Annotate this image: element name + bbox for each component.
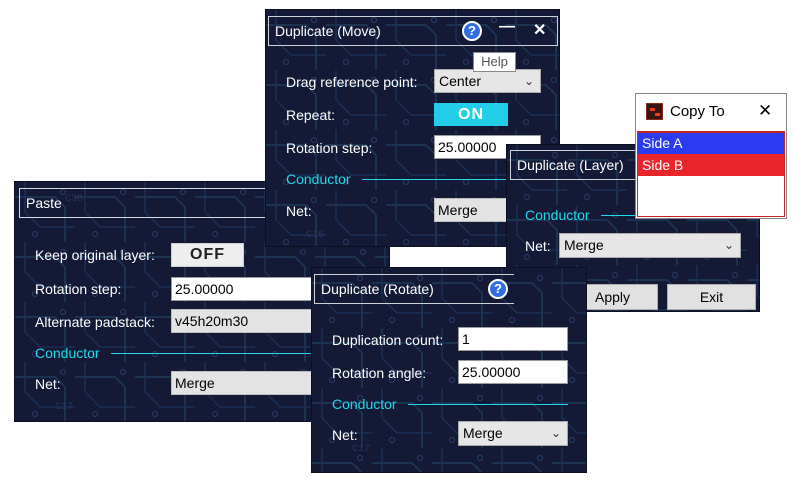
section-divider <box>362 179 542 180</box>
copy-to-list: Side A Side B <box>637 131 785 217</box>
rotation-angle-input[interactable]: 25.00000 <box>458 360 568 384</box>
conductor-section-label: Conductor <box>35 345 100 361</box>
alternate-padstack-input[interactable]: v45h20m30 <box>171 309 321 333</box>
minimize-icon[interactable]: — <box>499 18 515 35</box>
conductor-section-label: Conductor <box>286 171 351 187</box>
close-icon[interactable]: ✕ <box>758 101 773 120</box>
rotation-step-label: Rotation step: <box>286 140 373 156</box>
duplicate-move-title: Duplicate (Move) <box>268 16 558 46</box>
duplicate-rotate-dialog: Duplicate (Rotate) ? Duplication count: … <box>311 267 587 473</box>
help-icon[interactable]: ? <box>462 21 482 41</box>
chevron-down-icon: ⌄ <box>723 238 734 252</box>
drag-reference-point-label: Drag reference point: <box>286 74 418 90</box>
drag-reference-point-select[interactable]: Center ⌄ <box>434 69 541 93</box>
list-item-side-a[interactable]: Side A <box>638 133 784 154</box>
drag-reference-point-value: Center <box>439 73 482 89</box>
conductor-section-label: Conductor <box>332 396 397 412</box>
help-tooltip: Help <box>473 52 516 72</box>
duplication-count-label: Duplication count: <box>332 332 444 348</box>
conductor-section-label: Conductor <box>525 207 590 223</box>
copy-to-title: Copy To <box>670 103 725 120</box>
pcb-label: C16 <box>306 230 325 241</box>
keep-original-layer-label: Keep original layer: <box>35 247 155 263</box>
app-icon <box>646 103 663 120</box>
copy-to-window: Copy To ✕ Side A Side B <box>635 93 787 219</box>
chevron-down-icon: ⌄ <box>550 426 561 440</box>
net-label: Net: <box>332 427 358 443</box>
copy-to-titlebar: Copy To ✕ <box>636 94 786 129</box>
list-item-side-b[interactable]: Side B <box>638 154 784 176</box>
net-value: Merge <box>564 237 604 253</box>
net-input[interactable]: Merge <box>171 371 321 395</box>
section-divider <box>408 404 568 405</box>
exit-button[interactable]: Exit <box>667 284 756 310</box>
keep-original-layer-toggle[interactable]: OFF <box>171 243 244 267</box>
rotation-angle-label: Rotation angle: <box>332 365 427 381</box>
duplication-count-input[interactable]: 1 <box>458 327 568 351</box>
pcb-label: C17 <box>55 402 74 413</box>
duplicate-rotate-title: Duplicate (Rotate) <box>314 274 514 304</box>
help-icon[interactable]: ? <box>488 279 508 299</box>
close-icon[interactable]: ✕ <box>533 22 547 39</box>
pcb-label: C30 <box>65 194 84 205</box>
net-select[interactable]: Merge ⌄ <box>458 421 568 446</box>
net-label: Net: <box>525 238 551 254</box>
net-label: Net: <box>35 376 61 392</box>
alternate-padstack-label: Alternate padstack: <box>35 314 155 330</box>
repeat-label: Repeat: <box>286 107 336 123</box>
net-select[interactable]: Merge ⌄ <box>559 233 741 258</box>
pcb-label: C17 <box>352 444 371 455</box>
rotation-step-label: Rotation step: <box>35 281 122 297</box>
net-value: Merge <box>463 425 503 441</box>
rotation-step-input[interactable]: 25.00000 <box>171 277 321 301</box>
repeat-toggle[interactable]: ON <box>434 103 508 126</box>
chevron-down-icon: ⌄ <box>523 74 534 88</box>
section-divider <box>111 353 321 354</box>
net-label: Net: <box>286 203 312 219</box>
